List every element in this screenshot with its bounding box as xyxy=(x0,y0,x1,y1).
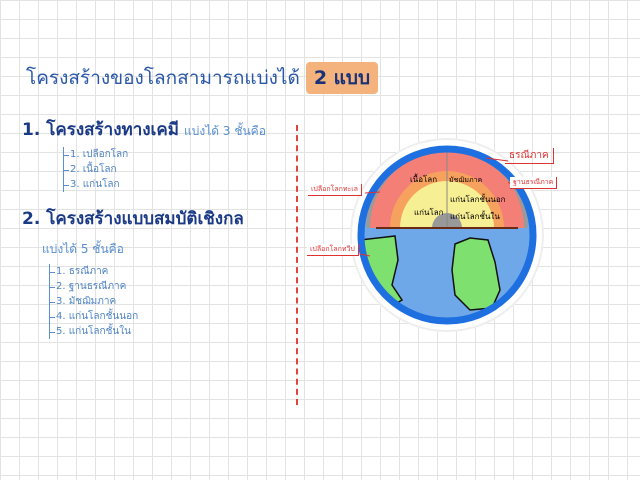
label-lithosphere: ธรณีภาค xyxy=(505,148,554,164)
list-item: 2. ฐานธรณีภาค xyxy=(49,279,138,294)
label-asthenosphere: ฐานธรณีภาค xyxy=(510,177,558,189)
page-title: โครงสร้างของโลกสามารถแบ่งได้2 แบบ xyxy=(26,62,379,94)
globe-ring xyxy=(357,145,537,325)
section1-subtitle: แบ่งได้ 3 ชั้นคือ xyxy=(184,124,266,138)
section2-heading: 2. โครงสร้างแบบสมบัติเชิงกล xyxy=(22,209,244,229)
label-continental-crust: เปลือกโลกทวีป xyxy=(307,244,359,256)
label-mesosphere: มัชฌิมภาค xyxy=(449,176,483,184)
title-text: โครงสร้างของโลกสามารถแบ่งได้ xyxy=(26,67,300,89)
list-item: 3. มัชฌิมภาค xyxy=(49,294,138,309)
list-item: 3. แก่นโลก xyxy=(63,177,128,192)
list-item: 5. แก่นโลกชั้นใน xyxy=(49,324,138,339)
label-core: แก่นโลก xyxy=(414,207,444,217)
divider-line xyxy=(296,125,298,405)
continent-right xyxy=(451,237,501,311)
title-highlight: 2 แบบ xyxy=(305,62,379,94)
section1-list: 1. เปลือกโลก 2. เนื้อโลก 3. แก่นโลก xyxy=(63,147,128,192)
label-inner-core: แก่นโลกชั้นใน xyxy=(450,210,500,221)
label-oceanic-crust: เปลือกโลกทะเล xyxy=(308,184,362,196)
section1-heading: 1. โครงสร้างทางเคมี xyxy=(22,120,179,140)
section-chemical: 1. โครงสร้างทางเคมี แบ่งได้ 3 ชั้นคือ xyxy=(22,116,266,143)
list-item: 4. แก่นโลกชั้นนอก xyxy=(49,311,139,322)
list-item: 1. เปลือกโลก xyxy=(63,149,129,160)
list-item: 2. เนื้อโลก xyxy=(63,162,128,177)
list-item: 1. ธรณีภาค xyxy=(49,264,138,279)
label-mantle: เนื้อโลก xyxy=(410,173,437,184)
label-outer-core: แก่นโลกชั้นนอก xyxy=(450,193,506,204)
section2-list: 1. ธรณีภาค 2. ฐานธรณีภาค 3. มัชฌิมภาค 4.… xyxy=(49,264,138,339)
section2-subtitle: แบ่งได้ 5 ชั้นคือ xyxy=(42,242,124,256)
